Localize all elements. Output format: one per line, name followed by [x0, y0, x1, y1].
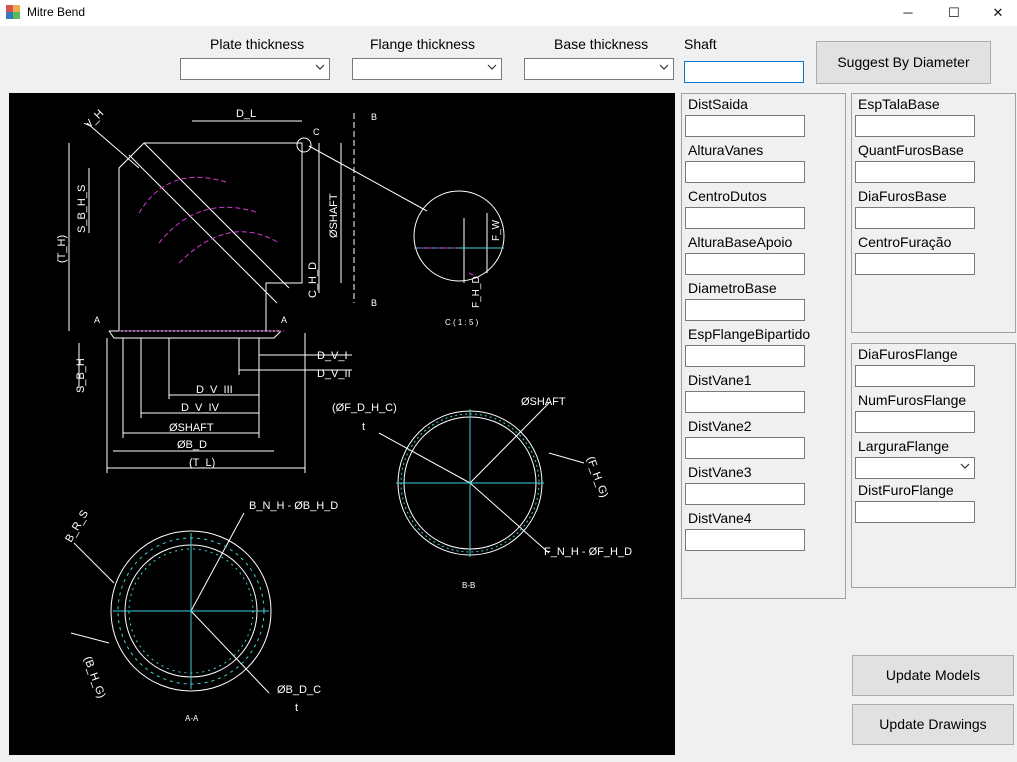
- field-label-esp-flange-bipartido: EspFlangeBipartido: [688, 326, 811, 342]
- field-label-dist-vane-2: DistVane2: [688, 418, 752, 434]
- update-drawings-button[interactable]: Update Drawings: [852, 704, 1014, 745]
- altura-vanes-input[interactable]: [685, 161, 805, 183]
- field-label-dist-vane-3: DistVane3: [688, 464, 752, 480]
- dim-tl: (T_L): [189, 457, 215, 469]
- field-label-dist-vane-1: DistVane1: [688, 372, 752, 388]
- dim-dvi: D_V_I: [317, 350, 348, 362]
- field-label-dia-furos-base: DiaFurosBase: [858, 188, 947, 204]
- diametro-base-input[interactable]: [685, 299, 805, 321]
- dia-furos-flange-input[interactable]: [855, 365, 975, 387]
- detail-c-caption: C ( 1 : 5 ): [445, 318, 479, 327]
- base-thickness-label: Base thickness: [554, 36, 649, 52]
- dim-bhg: (B_H_G): [81, 655, 107, 700]
- window-title: Mitre Bend: [27, 5, 86, 19]
- maximize-button[interactable]: ☐: [948, 5, 960, 20]
- dim-dviii: D_V_III: [196, 384, 233, 396]
- chevron-down-icon: [960, 463, 970, 469]
- esp-flange-bipartido-input[interactable]: [685, 345, 805, 367]
- dim-bnh: B_N_H - ØB_H_D: [249, 500, 338, 512]
- centro-furacao-input[interactable]: [855, 253, 975, 275]
- flange-thickness-label: Flange thickness: [370, 36, 476, 52]
- dim-fw: F_W: [491, 219, 502, 241]
- parameters-group: DistSaida AlturaVanes CentroDutos Altura…: [681, 93, 846, 599]
- dim-a-right: A: [281, 315, 287, 325]
- dim-obdc: ØB_D_C: [277, 684, 321, 696]
- dim-fhd: F_H_D: [471, 276, 482, 308]
- field-label-largura-flange: LarguraFlange: [858, 438, 950, 454]
- plate-thickness-select[interactable]: [180, 58, 330, 80]
- plate-thickness-label: Plate thickness: [210, 36, 305, 52]
- esp-tala-base-input[interactable]: [855, 115, 975, 137]
- centro-dutos-input[interactable]: [685, 207, 805, 229]
- dim-th: (T_H): [56, 235, 68, 263]
- dim-vh: V_H: [83, 107, 107, 131]
- cad-drawing: D_L V_H C B B (T_H) S_B_H_S ØSHAFT C_H_D…: [56, 107, 632, 723]
- section-aa-caption: A-A: [185, 714, 199, 723]
- num-furos-flange-input[interactable]: [855, 411, 975, 433]
- close-button[interactable]: ✕: [992, 5, 1004, 20]
- base-group: EspTalaBase QuantFurosBase DiaFurosBase …: [851, 93, 1016, 333]
- dist-saida-input[interactable]: [685, 115, 805, 137]
- field-label-quant-furos-base: QuantFurosBase: [858, 142, 964, 158]
- chevron-down-icon: [315, 64, 325, 70]
- dist-vane-3-input[interactable]: [685, 483, 805, 505]
- chevron-down-icon: [487, 64, 497, 70]
- field-label-centro-dutos: CentroDutos: [688, 188, 767, 204]
- section-bb-caption: B-B: [462, 581, 475, 590]
- base-thickness-select[interactable]: [524, 58, 674, 80]
- field-label-dia-furos-flange: DiaFurosFlange: [858, 346, 958, 362]
- dim-fhg: (F_H_G): [584, 455, 610, 499]
- field-label-altura-vanes: AlturaVanes: [688, 142, 764, 158]
- dim-b-top: B: [371, 112, 377, 122]
- dia-furos-base-input[interactable]: [855, 207, 975, 229]
- dim-shaft: ØSHAFT: [328, 193, 340, 238]
- altura-base-apoio-input[interactable]: [685, 253, 805, 275]
- dim-ofdhc: (ØF_D_H_C): [332, 402, 397, 414]
- suggest-by-diameter-button[interactable]: Suggest By Diameter: [816, 41, 991, 84]
- dim-dviv: D_V_IV: [181, 402, 220, 414]
- dim-c: C: [313, 127, 320, 137]
- shaft-label: Shaft: [684, 36, 717, 52]
- dist-vane-2-input[interactable]: [685, 437, 805, 459]
- dim-dl: D_L: [236, 108, 256, 120]
- field-label-diametro-base: DiametroBase: [688, 280, 777, 296]
- field-label-esp-tala-base: EspTalaBase: [858, 96, 940, 112]
- update-models-button[interactable]: Update Models: [852, 655, 1014, 696]
- largura-flange-select[interactable]: [855, 457, 975, 479]
- dim-shaft-2: ØSHAFT: [169, 422, 214, 434]
- dim-t-2: t: [295, 702, 298, 714]
- field-label-dist-furo-flange: DistFuroFlange: [858, 482, 954, 498]
- dist-furo-flange-input[interactable]: [855, 501, 975, 523]
- field-label-centro-furacao: CentroFuração: [858, 234, 952, 250]
- dim-fnh: F_N_H - ØF_H_D: [544, 546, 632, 558]
- field-label-dist-saida: DistSaida: [688, 96, 748, 112]
- flange-group: DiaFurosFlange NumFurosFlange LarguraFla…: [851, 343, 1016, 588]
- dim-shaft-3: ØSHAFT: [521, 396, 566, 408]
- minimize-button[interactable]: ─: [903, 5, 913, 20]
- app-icon: [6, 5, 20, 19]
- title-bar: Mitre Bend ─ ☐ ✕: [0, 0, 1017, 26]
- dim-t-1: t: [362, 421, 365, 433]
- flange-thickness-select[interactable]: [352, 58, 502, 80]
- dim-sbhs: S_B_H_S: [76, 185, 88, 233]
- dim-b-bottom: B: [371, 298, 377, 308]
- quant-furos-base-input[interactable]: [855, 161, 975, 183]
- dim-obd: ØB_D: [177, 439, 207, 451]
- chevron-down-icon: [659, 64, 669, 70]
- field-label-altura-base-apoio: AlturaBaseApoio: [688, 234, 793, 250]
- dist-vane-4-input[interactable]: [685, 529, 805, 551]
- dim-chd: C_H_D: [307, 262, 319, 298]
- drawing-viewport: D_L V_H C B B (T_H) S_B_H_S ØSHAFT C_H_D…: [9, 93, 675, 755]
- dim-dvii: D_V_II: [317, 368, 351, 380]
- dim-brs: B_R_S: [63, 508, 91, 544]
- shaft-input[interactable]: [684, 61, 804, 83]
- field-label-num-furos-flange: NumFurosFlange: [858, 392, 967, 408]
- dist-vane-1-input[interactable]: [685, 391, 805, 413]
- dim-sbh: S_B_H: [75, 358, 87, 393]
- dim-a-left: A: [94, 315, 100, 325]
- field-label-dist-vane-4: DistVane4: [688, 510, 752, 526]
